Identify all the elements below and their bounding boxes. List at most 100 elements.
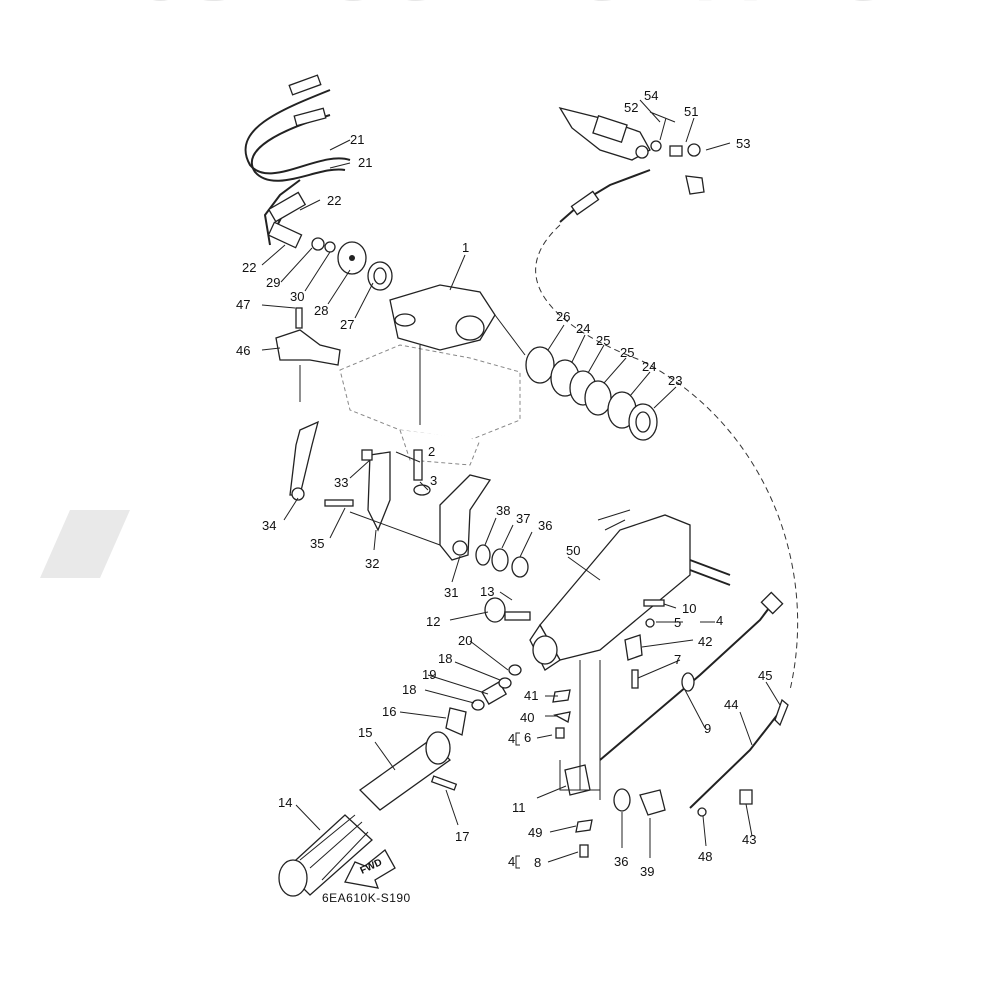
bushing-36b [613,788,631,812]
shift-cable [535,169,799,691]
callout-21a: 21 [350,132,364,147]
washer-38 [475,544,491,566]
callout-15: 15 [358,725,372,740]
callout-1: 1 [462,240,469,255]
callout-21b: 21 [358,155,372,170]
callout-54: 54 [644,88,658,103]
bolt-35 [324,499,354,507]
bracket-part-46 [275,307,341,366]
washer-37 [491,548,509,572]
group-bracket-4-8 [515,855,520,869]
callout-9: 9 [704,721,711,736]
leader-lines [261,99,781,863]
watermark-text: JSP CORPORATION [140,0,964,19]
callout-36a: 36 [538,518,552,533]
link-part-34 [289,420,319,501]
callout-4c: 4 [508,854,515,869]
diagram-code: 6EA610K-S190 [322,891,411,905]
bolt-8 [579,844,589,858]
callout-16: 16 [382,704,396,719]
washer-stack [525,346,658,441]
cable-44-45 [689,698,789,809]
callout-33: 33 [334,475,348,490]
callout-39: 39 [640,864,654,879]
bracket-lines [559,660,601,800]
plate-40 [553,711,571,723]
leader-35 [349,511,441,546]
callout-6: 6 [524,730,531,745]
callout-40: 40 [520,710,534,725]
throttle-shaft-15 [358,731,452,811]
callout-11: 11 [512,800,526,815]
callout-25a: 25 [596,333,610,348]
throttle-friction-parts [311,237,393,291]
callout-53: 53 [736,136,750,151]
callout-labels: 1 2 3 4 4 4 5 6 7 8 9 10 11 12 13 14 15 … [236,88,772,879]
callout-7: 7 [674,652,681,667]
tiller-arm-50 [529,509,731,671]
clip-43 [739,789,753,805]
fwd-arrow: FWD [344,849,396,889]
callout-20: 20 [458,633,472,648]
screw-33 [361,449,373,461]
bolt-7 [631,669,639,689]
callout-42: 42 [698,634,712,649]
throttle-stop-12 [484,597,531,623]
callout-28: 28 [314,303,328,318]
callout-18b: 18 [402,682,416,697]
callout-17: 17 [455,829,469,844]
callout-2: 2 [428,444,435,459]
callout-10: 10 [682,601,696,616]
shift-mechanism-assembly [558,106,705,195]
washer-18b [498,677,512,689]
bolt-6 [555,727,565,739]
throttle-cables [244,74,351,249]
cable-9 [599,591,784,761]
callout-29: 29 [266,275,280,290]
callout-12: 12 [426,614,440,629]
callout-22b: 22 [242,260,256,275]
callout-32: 32 [365,556,379,571]
callout-3: 3 [430,473,437,488]
callout-31: 31 [444,585,458,600]
callout-48: 48 [698,849,712,864]
callout-13: 13 [480,584,494,599]
callout-4b: 4 [508,731,515,746]
callout-4a: 4 [716,613,723,628]
callout-22a: 22 [327,193,341,208]
callout-46: 46 [236,343,250,358]
callout-30: 30 [290,289,304,304]
callout-49: 49 [528,825,542,840]
steering-head-housing [389,284,526,356]
callout-8: 8 [534,855,541,870]
callout-25b: 25 [620,345,634,360]
collar-16 [445,707,467,736]
callout-34: 34 [262,518,276,533]
watermark: JSP CORPORATION [40,0,964,578]
callout-5: 5 [674,615,681,630]
plate-49 [575,819,593,833]
callout-47: 47 [236,297,250,312]
callout-37: 37 [516,511,530,526]
washer-18a [471,699,485,711]
callout-24a: 24 [576,321,590,336]
callout-44: 44 [724,697,738,712]
plate-10 [643,599,665,607]
bushing-36 [511,556,529,578]
callout-43: 43 [742,832,756,847]
callout-27: 27 [340,317,354,332]
plate-41 [552,689,571,703]
callout-45: 45 [758,668,772,683]
callout-23: 23 [668,373,682,388]
shift-lever-31 [439,474,492,561]
callout-35: 35 [310,536,324,551]
clip-48 [697,807,707,817]
callout-19: 19 [422,667,436,682]
callout-52: 52 [624,100,638,115]
callout-51: 51 [684,104,698,119]
clip-42 [624,634,643,661]
callout-36b: 36 [614,854,628,869]
bolt-5 [645,618,655,628]
grip-14 [278,814,373,897]
